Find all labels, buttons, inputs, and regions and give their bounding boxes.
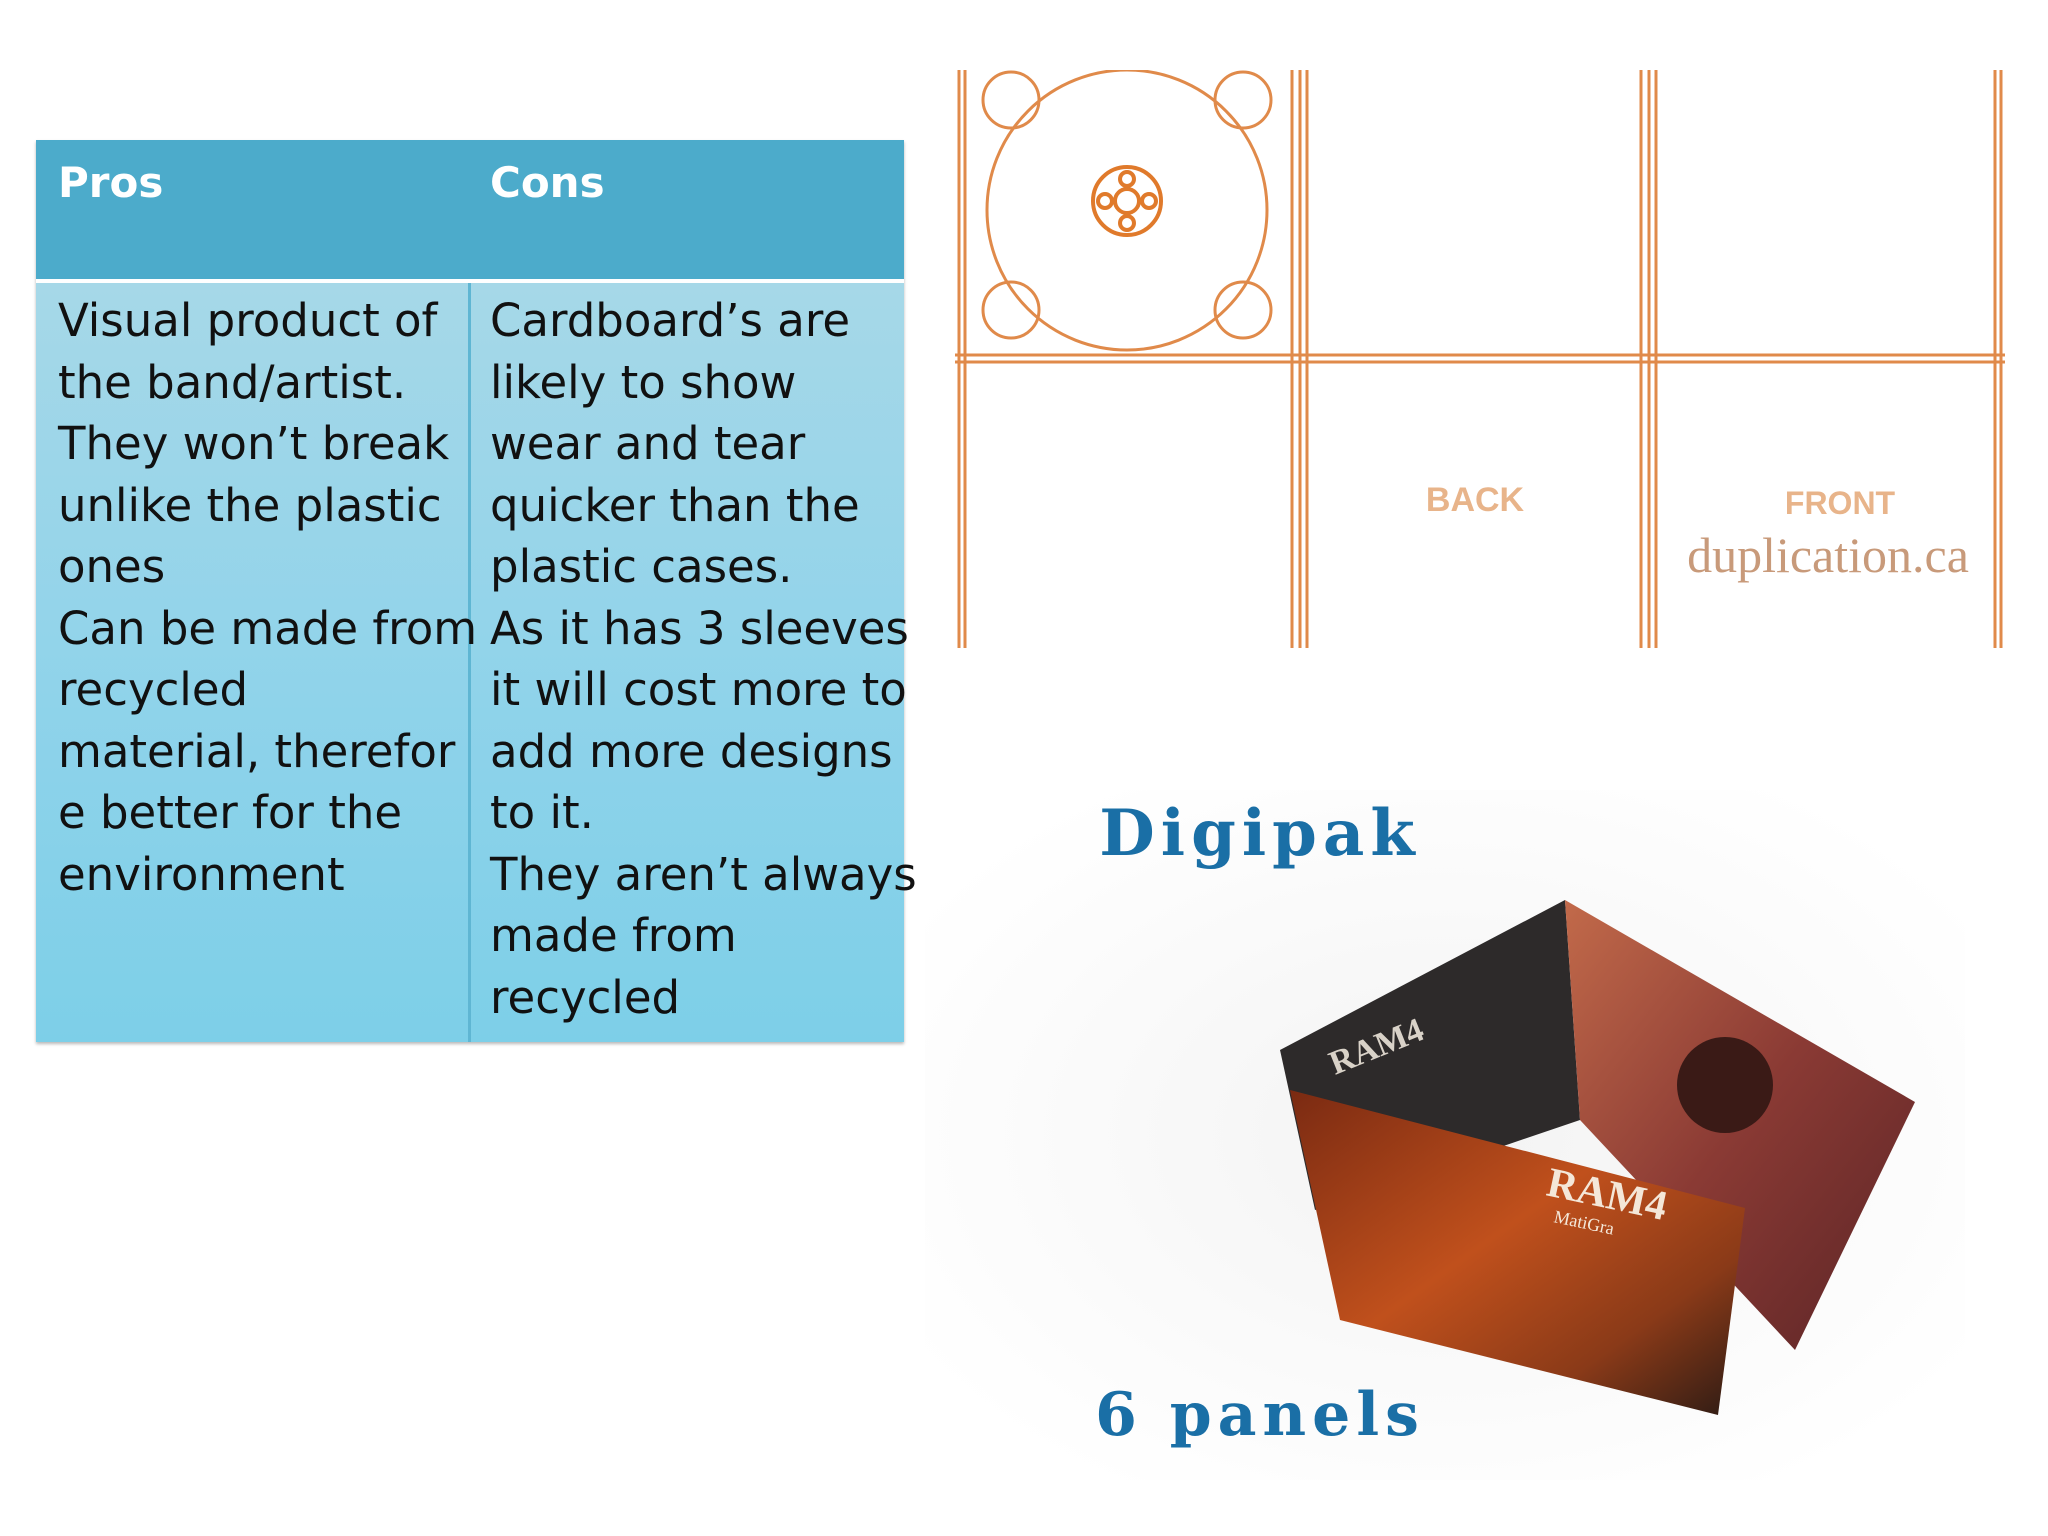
digipak-title: Digipak [1099,796,1420,871]
dieline-template-image: BACK FRONT duplication.ca [955,70,2005,648]
column-divider [468,283,471,1042]
cons-line: add more designs [490,724,893,778]
artist-silhouette-icon [1677,1037,1773,1133]
pros-line: ones [58,540,166,593]
pros-line: unlike the plastic [58,478,442,532]
pros-line: Can be made from [58,601,478,655]
watermark-text: duplication.ca [1687,527,1969,583]
pros-line: recycled [58,663,249,716]
table-header-row: Pros Cons [36,140,904,279]
cons-line: made from [490,909,737,962]
cons-cell: Cardboard’s are likely to show wear and … [490,290,917,1028]
digipak-caption: 6 panels [1095,1380,1425,1450]
digipak-photo: Digipak 6 panels RAM4 MatiGra RAM4 [925,790,1965,1480]
cons-header: Cons [490,158,605,207]
cons-line: it will cost more to [490,663,907,716]
pros-line: e better for the [58,786,403,839]
back-label: BACK [1426,481,1525,519]
cons-line: plastic cases. [490,540,793,593]
dieline-drawing: BACK FRONT duplication.ca [955,70,2005,648]
pros-line: Visual product of [58,294,438,347]
pros-line: They won’t break [58,417,450,470]
front-label: FRONT [1785,485,1896,521]
cons-line: wear and tear [490,417,806,470]
cons-line: likely to show [490,355,797,409]
cons-line: Cardboard’s are [490,294,851,347]
pros-line: environment [58,847,345,901]
pros-header: Pros [58,158,164,207]
header-divider [36,279,904,283]
digipak-drawing: Digipak 6 panels RAM4 MatiGra RAM4 [925,790,1965,1480]
pros-cons-table: Pros Cons Visual product of the band/art… [36,140,917,1042]
cons-line: to it. [490,786,594,839]
cons-line: They aren’t always [490,847,917,901]
cons-line: recycled [490,970,681,1024]
cons-line: As it has 3 sleeves [490,601,909,655]
pros-cell: Visual product of the band/artist. They … [58,290,477,905]
disc-hub-icon [1091,165,1163,237]
pros-line: the band/artist. [58,355,407,409]
cons-line: quicker than the [490,478,860,532]
front-panel [1290,1090,1745,1415]
pros-line: material, therefor [58,724,456,778]
